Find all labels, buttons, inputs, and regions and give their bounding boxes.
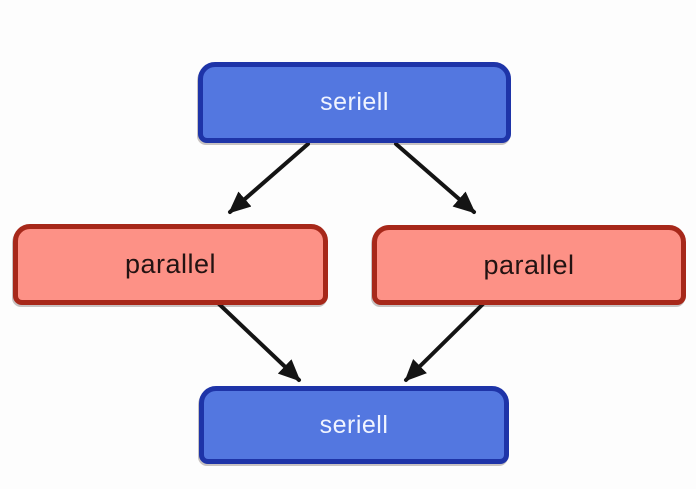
node-parallel-left: parallel: [13, 224, 328, 305]
node-seriell-bottom-label: seriell: [319, 410, 389, 439]
arrow-parallel-right-to-seriell-bottom: [404, 302, 485, 382]
node-seriell-top: seriell: [198, 62, 511, 143]
arrow-seriell-top-to-parallel-left: [228, 142, 310, 214]
node-parallel-right-label: parallel: [483, 249, 575, 280]
node-parallel-left-label: parallel: [124, 249, 217, 279]
arrow-parallel-left-to-seriell-bottom: [217, 302, 301, 382]
node-parallel-right: parallel: [372, 225, 686, 305]
node-seriell-bottom: seriell: [199, 386, 509, 464]
node-seriell-top-label: seriell: [320, 88, 389, 116]
arrow-seriell-top-to-parallel-right: [394, 142, 476, 214]
